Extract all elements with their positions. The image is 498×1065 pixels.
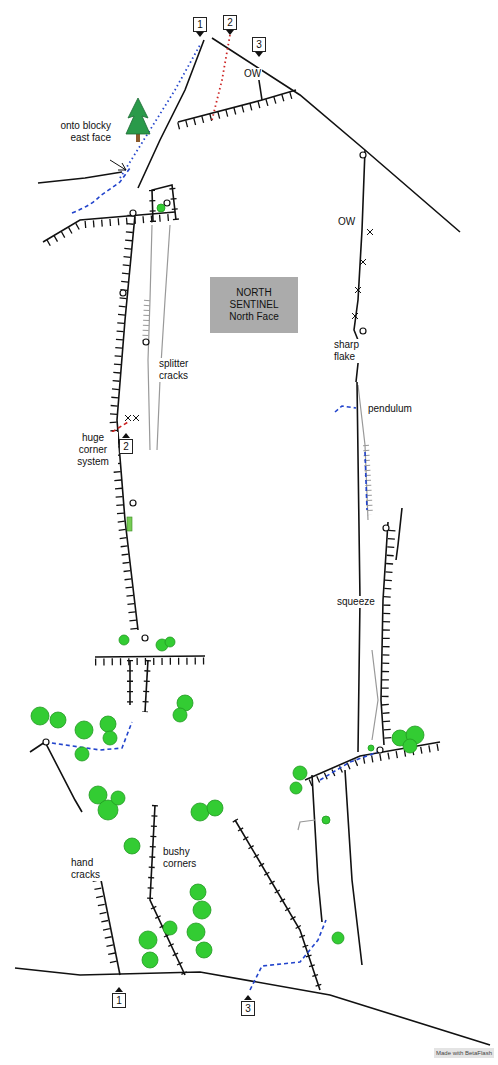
- title-box: NORTH SENTINELNorth Face: [210, 277, 298, 333]
- route-note: onto blocky east face: [38, 120, 112, 144]
- feature-label: splitter cracks: [158, 358, 210, 382]
- node-heading: 3: [256, 39, 262, 50]
- node-heading: 2: [123, 441, 129, 452]
- pitch-note: OW: [243, 68, 262, 80]
- feature-label: hand cracks: [70, 857, 110, 881]
- rock-lines: [15, 38, 490, 1045]
- callout-number: 2: [223, 15, 237, 30]
- node-heading: 1: [197, 19, 203, 30]
- watermark: Made with BetaFlash: [434, 1048, 494, 1058]
- feature-label: huge corner system: [68, 432, 118, 468]
- node-heading: 2: [227, 17, 233, 28]
- node-heading: NORTH SENTINEL: [214, 287, 294, 311]
- feature-label: squeeze: [336, 596, 376, 608]
- callout-number: 1: [193, 17, 207, 32]
- belay-stations: [43, 152, 389, 753]
- pine-tree: [126, 98, 150, 142]
- node-subheading: North Face: [229, 311, 278, 323]
- green-markers: [127, 517, 132, 531]
- feature-label: pendulum: [367, 403, 413, 415]
- callout-number: 2: [119, 439, 133, 454]
- node-heading: 3: [245, 1003, 251, 1014]
- pitch-note: OW: [337, 216, 356, 228]
- callout-number: 3: [241, 1001, 255, 1016]
- bushes: [31, 204, 424, 968]
- callout-number: 1: [112, 993, 126, 1008]
- feature-label: bushy corners: [162, 846, 212, 870]
- route-lines: [45, 35, 378, 990]
- bolts: [125, 229, 373, 421]
- node-heading: 1: [116, 995, 122, 1006]
- callout-pointers: [115, 30, 263, 1000]
- feature-label: sharp flake: [333, 339, 375, 363]
- callout-number: 3: [252, 37, 266, 52]
